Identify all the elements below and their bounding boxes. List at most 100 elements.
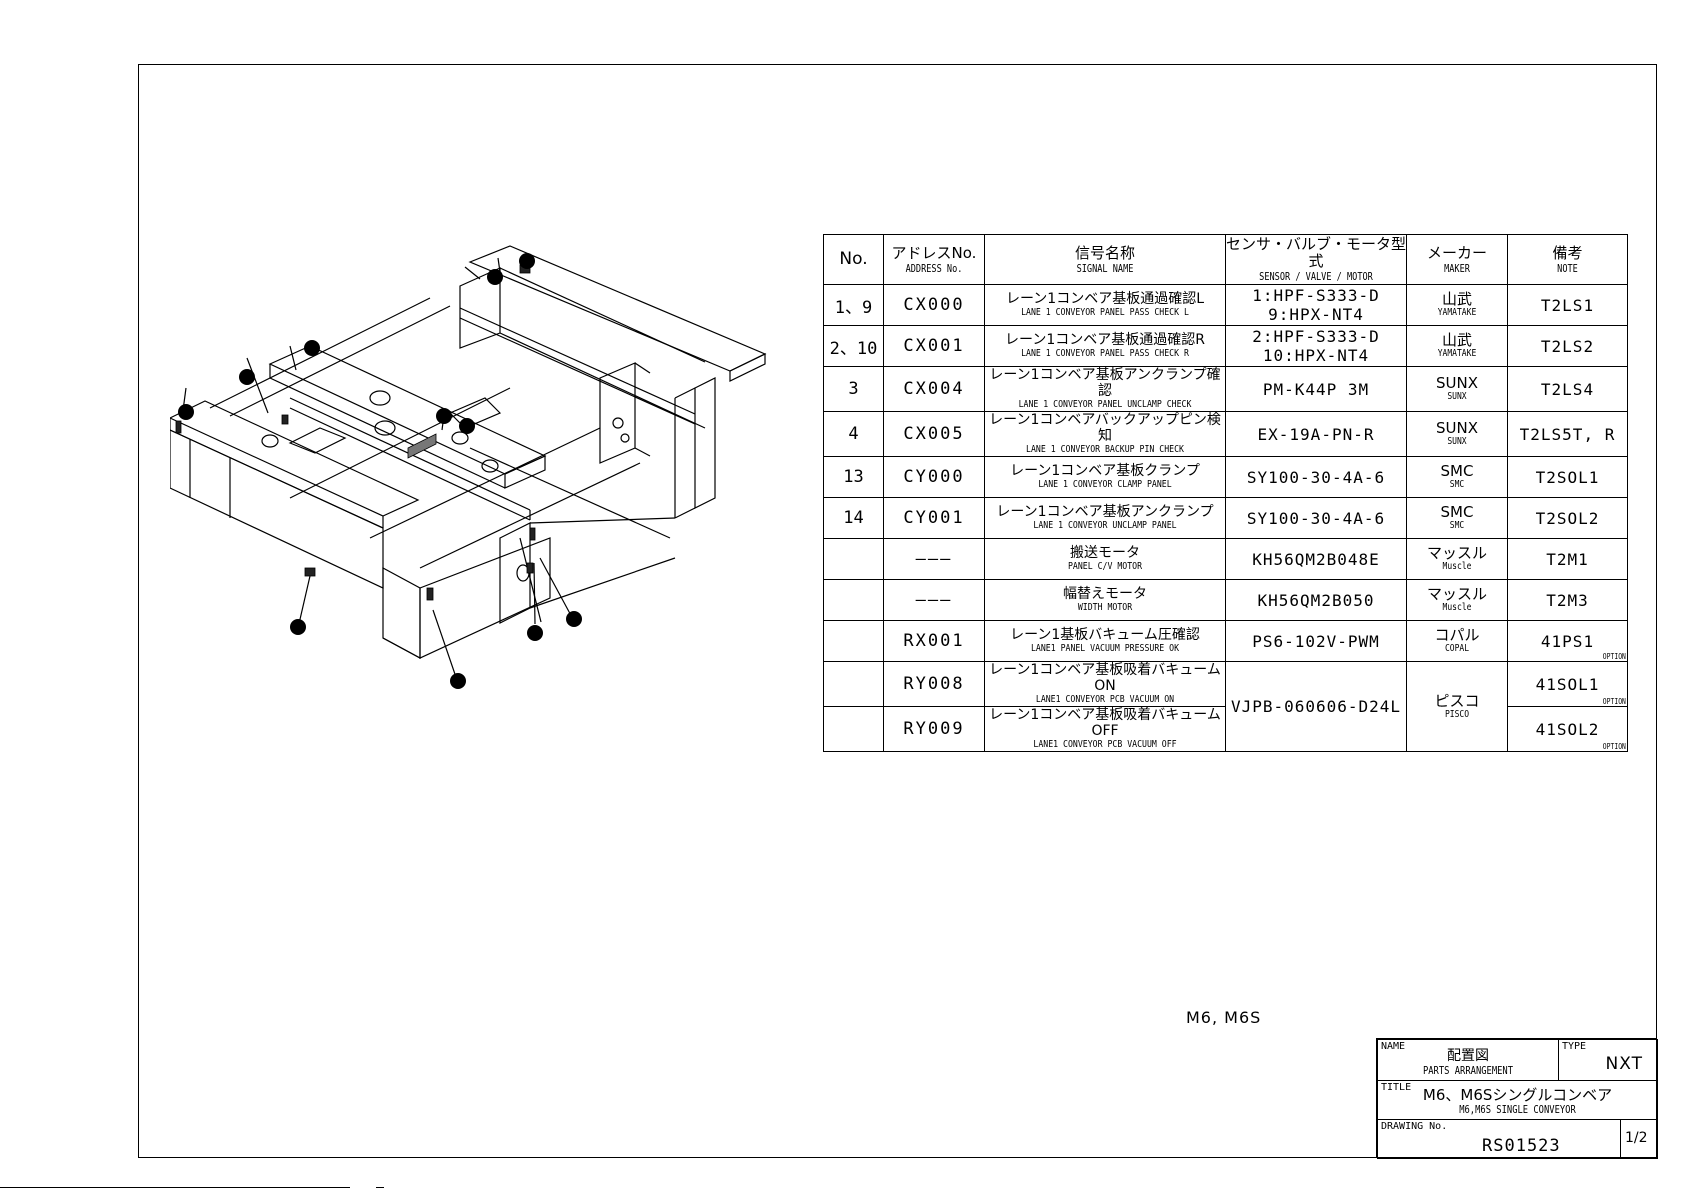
model-text: SY100-30-4A-6	[1246, 508, 1386, 528]
model-text: VJPB-060606-D24L	[1230, 697, 1402, 716]
model-text: SY100-30-4A-6	[1246, 467, 1386, 487]
maker-en-text: SMC	[1449, 520, 1465, 531]
note-text: T2M3	[1546, 590, 1589, 610]
maker-jp-text: 山武	[1441, 331, 1472, 349]
en-text: LANE1 CONVEYOR PCB VACUUM ON	[1035, 694, 1175, 705]
address-text: CX004	[903, 379, 965, 399]
cell-note: T2M3	[1507, 579, 1628, 621]
cell-note: T2SOL2	[1507, 497, 1628, 539]
address-text: CX005	[903, 424, 965, 444]
note-text: T2SOL1	[1535, 467, 1600, 487]
jp-text: レーン1コンベア基板通過確認R	[1005, 332, 1205, 348]
en-text: PANEL C/V MOTOR	[1067, 561, 1143, 572]
cell-note: T2LS1	[1507, 284, 1628, 326]
model-text: EX-19A-PN-R	[1257, 424, 1375, 444]
maker-en-text: YAMATAKE	[1437, 348, 1477, 359]
maker-en-text: SUNX	[1447, 436, 1467, 447]
en-text: LANE1 PANEL VACUUM PRESSURE OK	[1030, 643, 1180, 654]
cell-model: PS6-102V-PWM	[1225, 620, 1407, 662]
no-text: 4	[848, 424, 859, 444]
model-text-2: 9:HPX-NT4	[1268, 305, 1364, 324]
note-text: T2LS5T, R	[1519, 424, 1616, 444]
note-text: T2LS2	[1540, 336, 1595, 356]
maker-jp-text: コパル	[1434, 626, 1480, 644]
maker-jp-text: ピスコ	[1434, 691, 1480, 710]
maker-en-text: Muscle	[1442, 561, 1472, 572]
drawing-number: RS01523	[1482, 1136, 1561, 1156]
name-jp: 配置図	[1447, 1048, 1489, 1064]
model-text: 2:HPF-S333-D	[1252, 327, 1380, 346]
cell-address: CX004	[883, 366, 985, 412]
type-label: TYPE	[1562, 1041, 1587, 1052]
cell-note: T2LS5T, R	[1507, 411, 1628, 457]
note-text: 41SOL2	[1535, 719, 1600, 739]
address-text: ———	[915, 549, 953, 569]
model-text: KH56QM2B048E	[1252, 549, 1380, 569]
cell-address: RY009	[883, 706, 985, 752]
address-text: CX001	[903, 336, 965, 356]
address-text: ———	[915, 590, 953, 610]
cell-note: T2M1	[1507, 538, 1628, 580]
model-text: 1:HPF-S333-D	[1252, 286, 1380, 305]
option-tag: OPTION	[1602, 652, 1626, 661]
cell-address: ———	[883, 579, 985, 621]
cell-no: 2、10	[823, 325, 884, 367]
page-edge-tick	[376, 1187, 384, 1188]
address-text: RY009	[903, 719, 965, 739]
no-text: 2、10	[829, 338, 878, 359]
cell-no	[823, 706, 884, 752]
cell-no: 13	[823, 456, 884, 498]
maker-jp-text: SUNX	[1436, 374, 1478, 392]
title-label: TITLE	[1381, 1082, 1412, 1093]
maker-jp-text: マッスル	[1426, 544, 1487, 562]
cell-no: 1、9	[823, 284, 884, 326]
cell-model: EX-19A-PN-R	[1225, 411, 1407, 457]
type-value: NXT	[1605, 1054, 1643, 1074]
address-text: RY008	[903, 674, 965, 694]
name-label: NAME	[1381, 1041, 1406, 1052]
cell-address: CX000	[883, 284, 985, 326]
name-en: PARTS ARRANGEMENT	[1422, 1064, 1514, 1077]
en-text: LANE 1 CONVEYOR PANEL PASS CHECK L	[1021, 307, 1189, 318]
model-label: M6, M6S	[1186, 1008, 1262, 1027]
conveyor-illustration	[170, 245, 767, 689]
jp-text: レーン1コンベア基板吸着バキュームON	[989, 662, 1221, 694]
cell-note: T2SOL1	[1507, 456, 1628, 498]
cell-no: 4	[823, 411, 884, 457]
note-text: T2LS4	[1540, 379, 1595, 399]
jp-text: レーン1コンベアバックアップピン検知	[989, 412, 1221, 444]
header-no: No.	[823, 234, 884, 285]
no-text: 1、9	[834, 297, 873, 318]
address-text: RX001	[903, 631, 965, 651]
en-text: WIDTH MOTOR	[1077, 602, 1133, 613]
no-text: 3	[848, 379, 859, 399]
note-text: 41PS1	[1540, 631, 1595, 651]
note-text: 41SOL1	[1535, 674, 1600, 694]
title-block: NAME 配置図 PARTS ARRANGEMENT TYPE NXT TITL…	[1376, 1038, 1658, 1159]
maker-en-text: YAMATAKE	[1437, 307, 1477, 318]
cell-no	[823, 661, 884, 707]
page-edge-rule	[0, 1187, 350, 1188]
